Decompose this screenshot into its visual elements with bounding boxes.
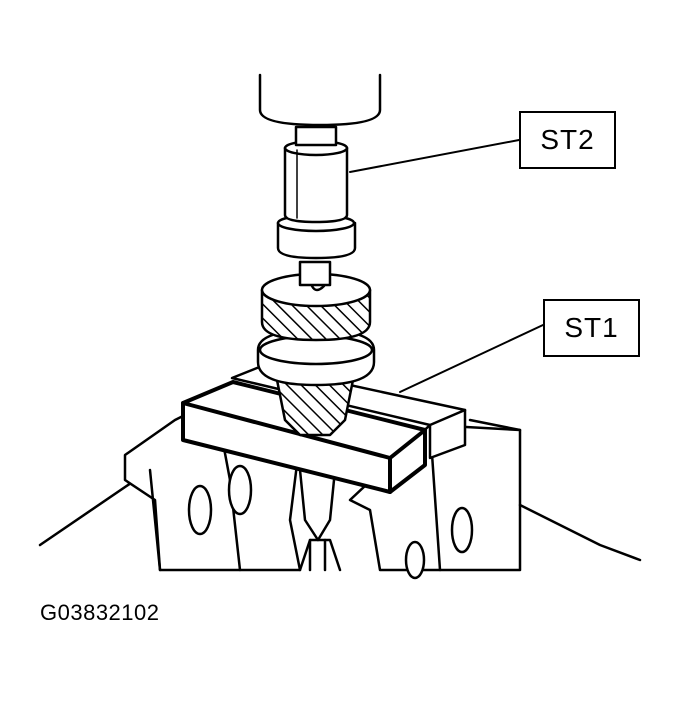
callout-st1: ST1 [543, 299, 640, 357]
callout-st2: ST2 [519, 111, 616, 169]
gear-assembly [256, 260, 376, 437]
press-ram [258, 73, 382, 127]
leader-lines [349, 139, 544, 393]
figure-code: G03832102 [40, 600, 160, 625]
st2-installer [276, 125, 357, 260]
transmission-case [38, 398, 642, 580]
